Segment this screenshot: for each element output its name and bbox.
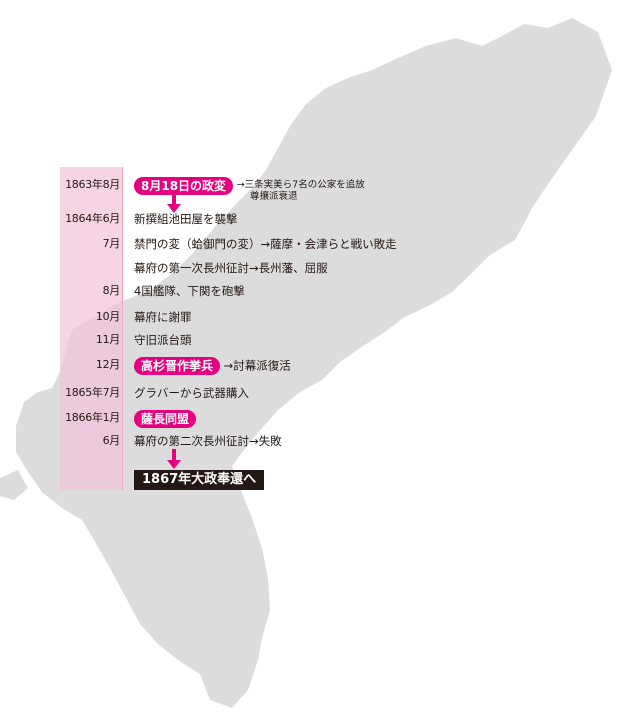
- event-highlight-badge: 8月18日の政変: [134, 176, 234, 195]
- timeline-date: 12月: [95, 358, 120, 371]
- timeline-row: 10月 幕府に謝罪: [0, 306, 640, 328]
- timeline-event: 守旧派台頭: [134, 333, 192, 347]
- timeline-date: 1865年7月: [65, 386, 120, 399]
- event-highlight-badge: 薩長同盟: [134, 409, 197, 428]
- timeline-row: 1863年8月 8月18日の政変 →三条実美ら7名の公家を追放: [0, 174, 640, 196]
- timeline-event: 幕府に謝罪: [134, 310, 192, 324]
- down-arrow-icon: [167, 193, 181, 213]
- timeline-date: 1864年6月: [65, 212, 120, 225]
- timeline-date: 6月: [102, 434, 121, 447]
- timeline-event: 新撰組池田屋を襲撃: [134, 212, 238, 226]
- timeline-event: 幕府の第一次長州征討→長州藩、屈服: [134, 261, 328, 275]
- event-highlight-badge: 高杉晋作挙兵: [134, 356, 221, 375]
- timeline-event: 幕府の第二次長州征討→失敗: [134, 434, 282, 448]
- timeline-event: 薩長同盟: [134, 407, 197, 429]
- down-arrow-icon: [167, 449, 181, 469]
- date-column-band: [60, 167, 123, 490]
- timeline-row: 1866年1月 薩長同盟: [0, 407, 640, 429]
- timeline-row: 1865年7月 グラバーから武器購入: [0, 382, 640, 404]
- timeline-row: 7月 禁門の変（蛤御門の変）→薩摩・会津らと戦い敗走: [0, 233, 640, 255]
- event-result: →討幕派復活: [223, 358, 291, 373]
- timeline-date: 11月: [95, 333, 120, 346]
- event-result-line2: 尊攘派衰退: [250, 191, 298, 202]
- timeline-event: グラバーから武器購入: [134, 386, 249, 400]
- timeline-event: 高杉晋作挙兵 →討幕派復活: [134, 354, 291, 377]
- timeline-row: 12月 高杉晋作挙兵 →討幕派復活: [0, 354, 640, 376]
- timeline-row: 1864年6月 新撰組池田屋を襲撃: [0, 208, 640, 230]
- timeline-row: 8月 4国艦隊、下関を砲撃: [0, 280, 640, 302]
- timeline-row: 11月 守旧派台頭: [0, 329, 640, 351]
- event-result: →三条実美ら7名の公家を追放: [236, 179, 365, 191]
- timeline-date: 7月: [102, 237, 121, 250]
- timeline-event: 8月18日の政変 →三条実美ら7名の公家を追放: [134, 174, 365, 196]
- timeline-row: 6月 幕府の第二次長州征討→失敗: [0, 430, 640, 452]
- final-outcome-box: 1867年大政奉還へ: [134, 470, 265, 490]
- timeline-date: 8月: [102, 284, 121, 297]
- timeline-date: 10月: [95, 310, 120, 323]
- timeline-event: 禁門の変（蛤御門の変）→薩摩・会津らと戦い敗走: [134, 237, 397, 251]
- timeline-row: 幕府の第一次長州征討→長州藩、屈服: [0, 257, 640, 279]
- timeline-date: 1863年8月: [65, 178, 120, 191]
- timeline-event: 4国艦隊、下関を砲撃: [134, 284, 245, 298]
- timeline-date: 1866年1月: [65, 411, 120, 424]
